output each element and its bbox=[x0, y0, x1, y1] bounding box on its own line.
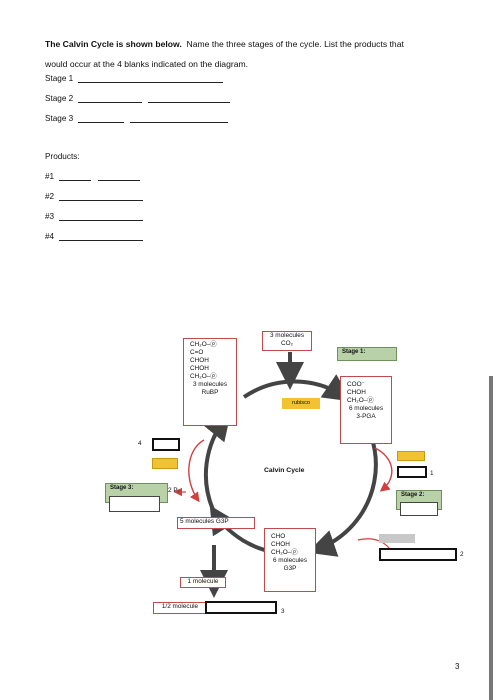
stage-1-blank[interactable] bbox=[77, 72, 223, 83]
question-line2: would occur at the 4 blanks indicated on… bbox=[45, 59, 249, 69]
blank-3-number: 3 bbox=[281, 608, 285, 615]
stage-3-blank-a[interactable] bbox=[77, 112, 124, 123]
g3p-count: 6 molecules bbox=[272, 557, 308, 564]
stage-2-blank-b[interactable] bbox=[147, 92, 230, 103]
cycle-arc-left bbox=[202, 411, 232, 513]
product-1-row: #1 bbox=[45, 170, 140, 184]
blank-3[interactable] bbox=[205, 601, 277, 614]
product-4-blank[interactable] bbox=[59, 230, 144, 241]
g3p-box: CHO CHOH CH₂O–ⓟ 6 molecules G3P bbox=[264, 528, 316, 592]
rubp-line-3: CHOH bbox=[190, 357, 209, 364]
red-arrow-left bbox=[188, 439, 205, 503]
red-arrow-right bbox=[374, 447, 393, 492]
pga-line-1: COO⁻ bbox=[347, 381, 365, 388]
calvin-cycle-label: Calvin Cycle bbox=[264, 467, 305, 474]
pga-count: 6 molecules bbox=[348, 405, 384, 412]
question-rest: Name the three stages of the cycle. List… bbox=[186, 39, 404, 49]
rubisco-label: rubisco bbox=[282, 398, 320, 409]
pga-name: 3-PGA bbox=[356, 413, 376, 420]
stage-3-label: Stage 3 bbox=[45, 114, 74, 123]
stage-3-answer-box[interactable] bbox=[109, 496, 160, 512]
g3p-name: G3P bbox=[283, 565, 297, 572]
product-2-label: #2 bbox=[45, 192, 55, 201]
blank-2-number: 2 bbox=[460, 551, 464, 558]
co2-box: 3 molecules CO₂ bbox=[262, 331, 312, 351]
question-bold: The Calvin Cycle is shown below. bbox=[45, 39, 182, 49]
stage-2-blank-a[interactable] bbox=[77, 92, 142, 103]
rubp-box: CH₂O–ⓟ C=O CHOH CHOH CH₂O–ⓟ 3 molecules … bbox=[183, 338, 237, 426]
product-2-blank[interactable] bbox=[59, 190, 144, 201]
co2-count: 3 molecules bbox=[269, 332, 305, 339]
product-3-row: #3 bbox=[45, 210, 144, 224]
pga-line-2: CHOH bbox=[347, 389, 366, 396]
rubp-name: RuBP bbox=[201, 389, 219, 396]
scrollbar[interactable] bbox=[489, 376, 493, 700]
stage-2-label: Stage 2 bbox=[45, 94, 74, 103]
product-4-label: #4 bbox=[45, 232, 55, 241]
one-molecule-box: 1 molecule bbox=[180, 577, 226, 588]
blank-1-number: 1 bbox=[430, 470, 434, 477]
co2-formula: CO₂ bbox=[280, 340, 294, 347]
product-4-row: #4 bbox=[45, 230, 144, 244]
g3p-line-1: CHO bbox=[271, 533, 286, 540]
stage-3-blank-b[interactable] bbox=[129, 112, 228, 123]
product-3-label: #3 bbox=[45, 212, 55, 221]
rubp-line-5: CH₂O–ⓟ bbox=[190, 373, 217, 380]
blank-2[interactable] bbox=[379, 548, 457, 561]
five-g3p-box: 5 molecules G3P bbox=[177, 517, 255, 529]
blank-2-gray bbox=[379, 534, 415, 543]
product-1-blank-b[interactable] bbox=[97, 170, 140, 181]
stage-1-tag: Stage 1: bbox=[337, 347, 397, 361]
page-number: 3 bbox=[455, 662, 460, 671]
pga-line-3: CH₂O–ⓟ bbox=[347, 397, 374, 404]
blank-4[interactable] bbox=[152, 438, 180, 451]
stage-2-answer-box[interactable] bbox=[400, 502, 438, 516]
rubp-line-2: C=O bbox=[190, 349, 204, 356]
blank-1-yellow bbox=[397, 451, 425, 461]
g3p-line-3: CH₂O–ⓟ bbox=[271, 549, 298, 556]
stage-2-row: Stage 2 bbox=[45, 92, 230, 106]
two-pi-label: 2 Pᵢ bbox=[168, 487, 179, 494]
product-1-blank-a[interactable] bbox=[59, 170, 92, 181]
rubp-line-1: CH₂O–ⓟ bbox=[190, 341, 217, 348]
stage-3-row: Stage 3 bbox=[45, 112, 228, 126]
blank-4-number: 4 bbox=[138, 440, 142, 447]
half-molecule-box: 1/2 molecule bbox=[153, 602, 207, 614]
g3p-line-2: CHOH bbox=[271, 541, 290, 548]
cycle-arc-top bbox=[242, 374, 352, 402]
question-text: The Calvin Cycle is shown below. Name th… bbox=[45, 34, 465, 74]
rubp-count: 3 molecules bbox=[192, 381, 228, 388]
rubp-line-4: CHOH bbox=[190, 365, 209, 372]
products-label: Products: bbox=[45, 152, 80, 161]
product-1-label: #1 bbox=[45, 172, 55, 181]
pga-box: COO⁻ CHOH CH₂O–ⓟ 6 molecules 3-PGA bbox=[340, 376, 392, 444]
stage-1-label: Stage 1 bbox=[45, 74, 74, 83]
stage-1-row: Stage 1 bbox=[45, 72, 223, 86]
blank-4-yellow bbox=[152, 458, 178, 469]
product-3-blank[interactable] bbox=[59, 210, 144, 221]
product-2-row: #2 bbox=[45, 190, 144, 204]
blank-1[interactable] bbox=[397, 466, 427, 478]
